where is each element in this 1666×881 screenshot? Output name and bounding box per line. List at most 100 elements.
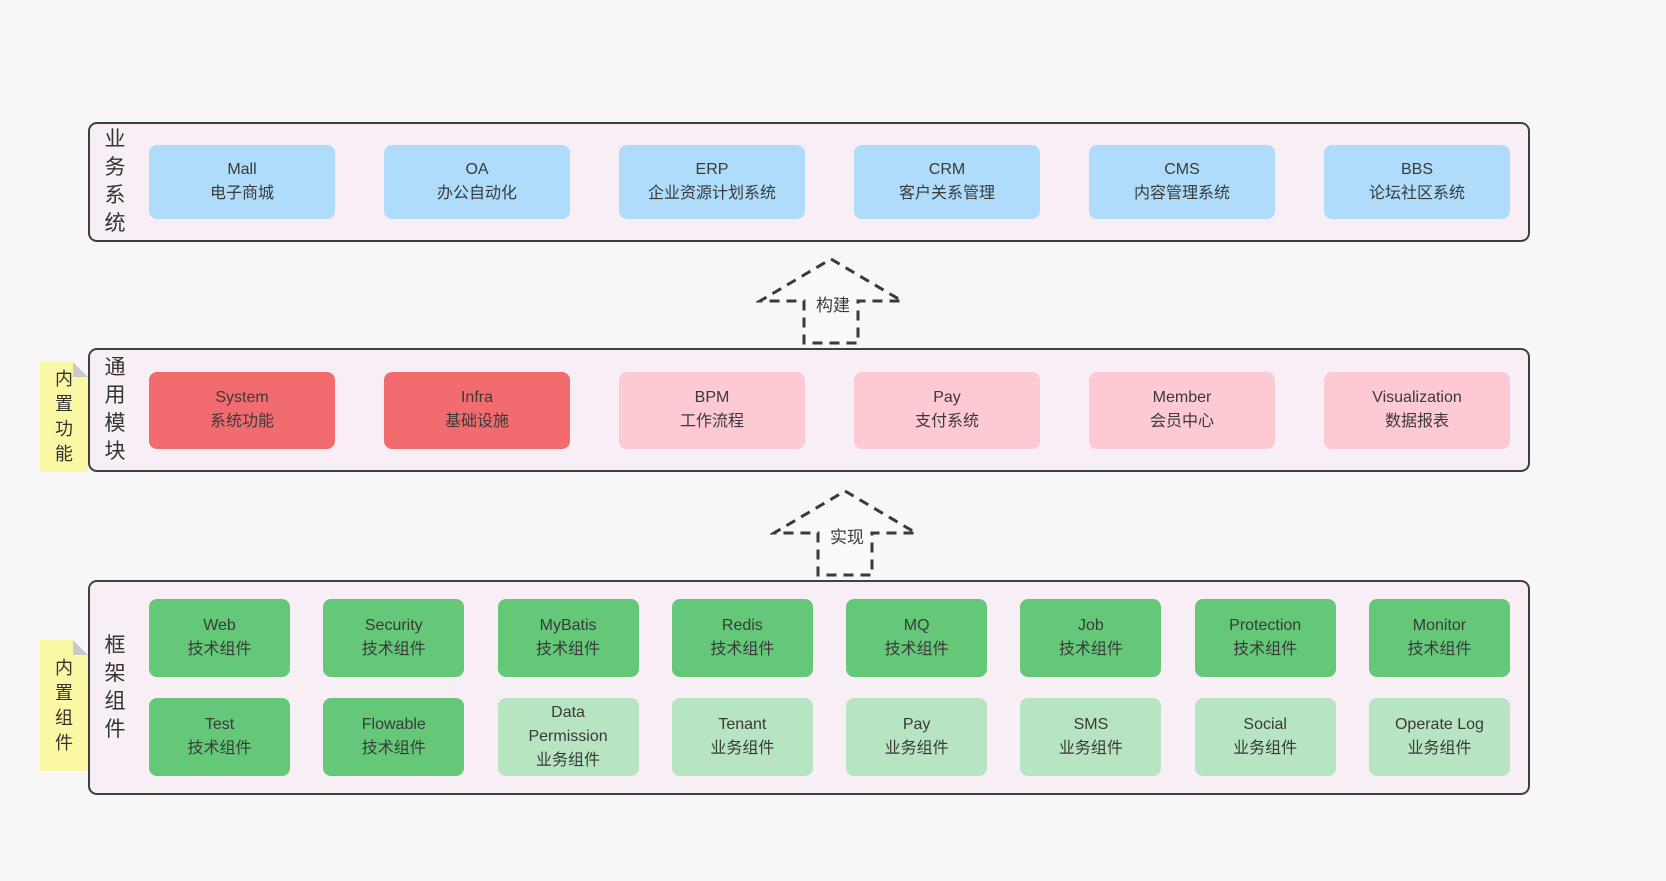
box-infra: Infra 基础设施 bbox=[384, 371, 570, 449]
box-title: Social bbox=[1243, 716, 1287, 733]
box-title: Operate Log bbox=[1394, 716, 1484, 733]
box-erp: ERP 企业资源计划系统 bbox=[619, 145, 805, 219]
box-subtitle: 技术组件 bbox=[1233, 641, 1298, 658]
box-title: Infra bbox=[460, 389, 493, 406]
box-title: Redis bbox=[721, 617, 763, 634]
box-redis: Redis 技术组件 bbox=[671, 599, 813, 677]
box-pay: Pay 支付系统 bbox=[854, 371, 1040, 449]
box-title: Job bbox=[1078, 617, 1104, 634]
box-title: BPM bbox=[694, 389, 730, 406]
note-fold-corner-icon bbox=[73, 640, 88, 655]
box-title: Protection bbox=[1229, 617, 1302, 634]
box-protection: Protection 技术组件 bbox=[1194, 599, 1336, 677]
arrow-label: 实现 bbox=[830, 528, 864, 547]
note-fold-corner-icon bbox=[73, 362, 88, 377]
box-oa: OA 办公自动化 bbox=[384, 145, 570, 219]
box-title: MQ bbox=[903, 617, 930, 634]
box-crm: CRM 客户关系管理 bbox=[854, 145, 1040, 219]
layer-label: 框架组件 bbox=[104, 633, 126, 741]
box-title: OA bbox=[465, 161, 489, 178]
box-title: Visualization bbox=[1372, 389, 1462, 406]
box-title: Member bbox=[1152, 389, 1212, 406]
component-box-rows: Web 技术组件 Security 技术组件 MyBatis 技术组件 Redi… bbox=[127, 599, 1528, 776]
box-monitor: Monitor 技术组件 bbox=[1368, 599, 1510, 677]
box-title: Flowable bbox=[361, 716, 426, 733]
box-subtitle: 业务组件 bbox=[1233, 740, 1298, 757]
box-mq: MQ 技术组件 bbox=[846, 599, 988, 677]
box-subtitle: 支付系统 bbox=[914, 413, 979, 430]
sticky-note-builtin-features: 内置功能 bbox=[40, 362, 88, 472]
box-subtitle: 论坛社区系统 bbox=[1368, 185, 1465, 202]
box-subtitle: 办公自动化 bbox=[436, 185, 517, 202]
box-subtitle: 技术组件 bbox=[536, 641, 601, 658]
box-subtitle: 技术组件 bbox=[1407, 641, 1472, 658]
box-bbs: BBS 论坛社区系统 bbox=[1324, 145, 1510, 219]
box-title: ERP bbox=[695, 161, 729, 178]
box-sms: SMS 业务组件 bbox=[1020, 698, 1162, 776]
box-title: Mall bbox=[227, 161, 257, 178]
box-title: CRM bbox=[928, 161, 966, 178]
box-title: SMS bbox=[1073, 716, 1109, 733]
box-subtitle: 工作流程 bbox=[679, 413, 744, 430]
box-subtitle: 系统功能 bbox=[209, 413, 274, 430]
box-data-permission: Data Permission 业务组件 bbox=[497, 698, 639, 776]
box-subtitle: 基础设施 bbox=[444, 413, 509, 430]
box-title: Security bbox=[364, 617, 423, 634]
sticky-note-label: 内置功能 bbox=[55, 369, 73, 464]
box-title: BBS bbox=[1400, 161, 1433, 178]
box-subtitle: 内容管理系统 bbox=[1133, 185, 1230, 202]
box-member: Member 会员中心 bbox=[1089, 371, 1275, 449]
box-title: Test bbox=[204, 716, 235, 733]
box-title: MyBatis bbox=[539, 617, 597, 634]
box-job: Job 技术组件 bbox=[1020, 599, 1162, 677]
arrow-label: 构建 bbox=[816, 296, 850, 315]
box-title: CMS bbox=[1164, 161, 1200, 178]
box-subtitle: 技术组件 bbox=[710, 641, 775, 658]
box-title: Web bbox=[203, 617, 236, 634]
box-subtitle: 业务组件 bbox=[710, 740, 775, 757]
module-box-row: System 系统功能 Infra 基础设施 BPM 工作流程 Pay 支付系统… bbox=[127, 371, 1528, 449]
box-security: Security 技术组件 bbox=[323, 599, 465, 677]
box-subtitle: 业务组件 bbox=[884, 740, 949, 757]
box-subtitle: 技术组件 bbox=[361, 740, 426, 757]
box-title: Pay bbox=[902, 716, 931, 733]
box-subtitle: 技术组件 bbox=[187, 740, 252, 757]
box-title: Pay bbox=[933, 389, 961, 406]
block-arrow-up-icon bbox=[770, 489, 920, 577]
box-subtitle: 客户关系管理 bbox=[898, 185, 995, 202]
sticky-note-label: 内置组件 bbox=[55, 657, 73, 753]
box-mybatis: MyBatis 技术组件 bbox=[497, 599, 639, 677]
sticky-note-builtin-components: 内置组件 bbox=[40, 640, 88, 771]
box-subtitle: 技术组件 bbox=[884, 641, 949, 658]
box-title: System bbox=[215, 389, 269, 406]
box-social: Social 业务组件 bbox=[1194, 698, 1336, 776]
box-web: Web 技术组件 bbox=[149, 599, 290, 677]
box-cms: CMS 内容管理系统 bbox=[1089, 145, 1275, 219]
block-arrow-up-icon bbox=[756, 257, 906, 345]
box-subtitle: 业务组件 bbox=[1058, 740, 1123, 757]
box-subtitle: 会员中心 bbox=[1149, 413, 1214, 430]
box-title: Tenant bbox=[718, 716, 767, 733]
box-bpm: BPM 工作流程 bbox=[619, 371, 805, 449]
box-subtitle: 业务组件 bbox=[1407, 740, 1472, 757]
component-box-row-1: Web 技术组件 Security 技术组件 MyBatis 技术组件 Redi… bbox=[127, 599, 1528, 677]
box-subtitle: 业务组件 bbox=[536, 752, 601, 769]
box-subtitle: 数据报表 bbox=[1384, 413, 1449, 430]
box-flowable: Flowable 技术组件 bbox=[323, 698, 465, 776]
box-visualization: Visualization 数据报表 bbox=[1324, 371, 1510, 449]
box-subtitle: 企业资源计划系统 bbox=[647, 185, 776, 202]
component-box-row-2: Test 技术组件 Flowable 技术组件 Data Permission … bbox=[127, 698, 1528, 776]
layer-business-systems: 业务系统 Mall 电子商城 OA 办公自动化 ERP 企业资源计划系统 CRM… bbox=[88, 122, 1530, 242]
layer-framework-components: 框架组件 Web 技术组件 Security 技术组件 MyBatis 技术组件… bbox=[88, 580, 1530, 795]
business-box-row: Mall 电子商城 OA 办公自动化 ERP 企业资源计划系统 CRM 客户关系… bbox=[127, 145, 1528, 219]
box-subtitle: 技术组件 bbox=[361, 641, 426, 658]
layer-label: 业务系统 bbox=[104, 128, 126, 235]
box-title: Data Permission bbox=[528, 704, 608, 745]
box-system: System 系统功能 bbox=[149, 371, 335, 449]
box-subtitle: 技术组件 bbox=[187, 641, 252, 658]
layer-label: 通用模块 bbox=[104, 356, 126, 463]
arrow-build: 构建 bbox=[756, 257, 906, 345]
arrow-implement: 实现 bbox=[770, 489, 920, 577]
box-pay-business: Pay 业务组件 bbox=[846, 698, 988, 776]
